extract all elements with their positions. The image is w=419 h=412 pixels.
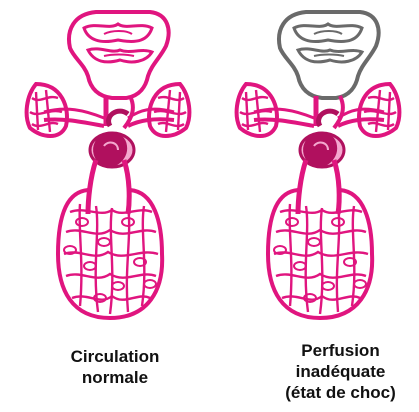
lower-body-capillary (290, 204, 292, 306)
lower-body-capillary (110, 208, 112, 314)
capillary-loop (112, 282, 124, 290)
arm-capillary (246, 92, 248, 130)
brain-capillary (314, 31, 342, 34)
capillary-loop (354, 280, 366, 288)
capillary-loop (84, 262, 96, 270)
arm-capillary (242, 123, 268, 126)
head-circulation (279, 12, 379, 98)
lower-body-circulation (58, 190, 162, 318)
arm-capillary (368, 123, 394, 126)
shock-circulation-diagram (210, 0, 419, 340)
capillary-loop (286, 218, 298, 226)
circulation-figure-shock (210, 0, 419, 340)
heart-chambers (94, 133, 126, 167)
caption-normal-circulation: Circulation normale (40, 346, 190, 388)
lower-body-capillary (320, 208, 322, 314)
arm-capillary (32, 123, 58, 126)
capillary-loop (322, 282, 334, 290)
brain-upper-vessels (84, 24, 152, 42)
arm-capillary (388, 92, 390, 130)
vena-cava (298, 160, 306, 214)
arm-capillary (36, 92, 38, 130)
heart-chambers (304, 133, 336, 167)
capillary-loop (144, 280, 156, 288)
lower-body-capillary (127, 206, 129, 312)
lower-body-capillary (142, 206, 144, 306)
lower-body-capillary (80, 204, 82, 306)
vena-cava (88, 160, 96, 214)
capillary-loop (308, 238, 320, 246)
lower-body-circulation (268, 190, 372, 318)
arm-capillary (158, 123, 184, 126)
capillary-loop (98, 238, 110, 246)
aorta (334, 160, 339, 214)
brain-capillary (104, 31, 132, 34)
left-arm-vein (44, 109, 104, 118)
circulation-figure-normal (0, 0, 209, 340)
head-circulation (69, 12, 169, 98)
arm-capillary (178, 92, 180, 130)
lower-body-capillary (337, 206, 339, 312)
lower-body-capillary (352, 206, 354, 306)
brain-capillary (314, 55, 344, 57)
brain-capillary (104, 55, 134, 57)
left-arm-vein (254, 109, 314, 118)
capillary-loop (294, 262, 306, 270)
aorta (124, 160, 129, 214)
capillary-loop (76, 218, 88, 226)
brain-upper-vessels (294, 24, 362, 42)
normal-circulation-diagram (0, 0, 209, 340)
caption-inadequate-perfusion: Perfusion inadéquate (état de choc) (262, 340, 419, 403)
